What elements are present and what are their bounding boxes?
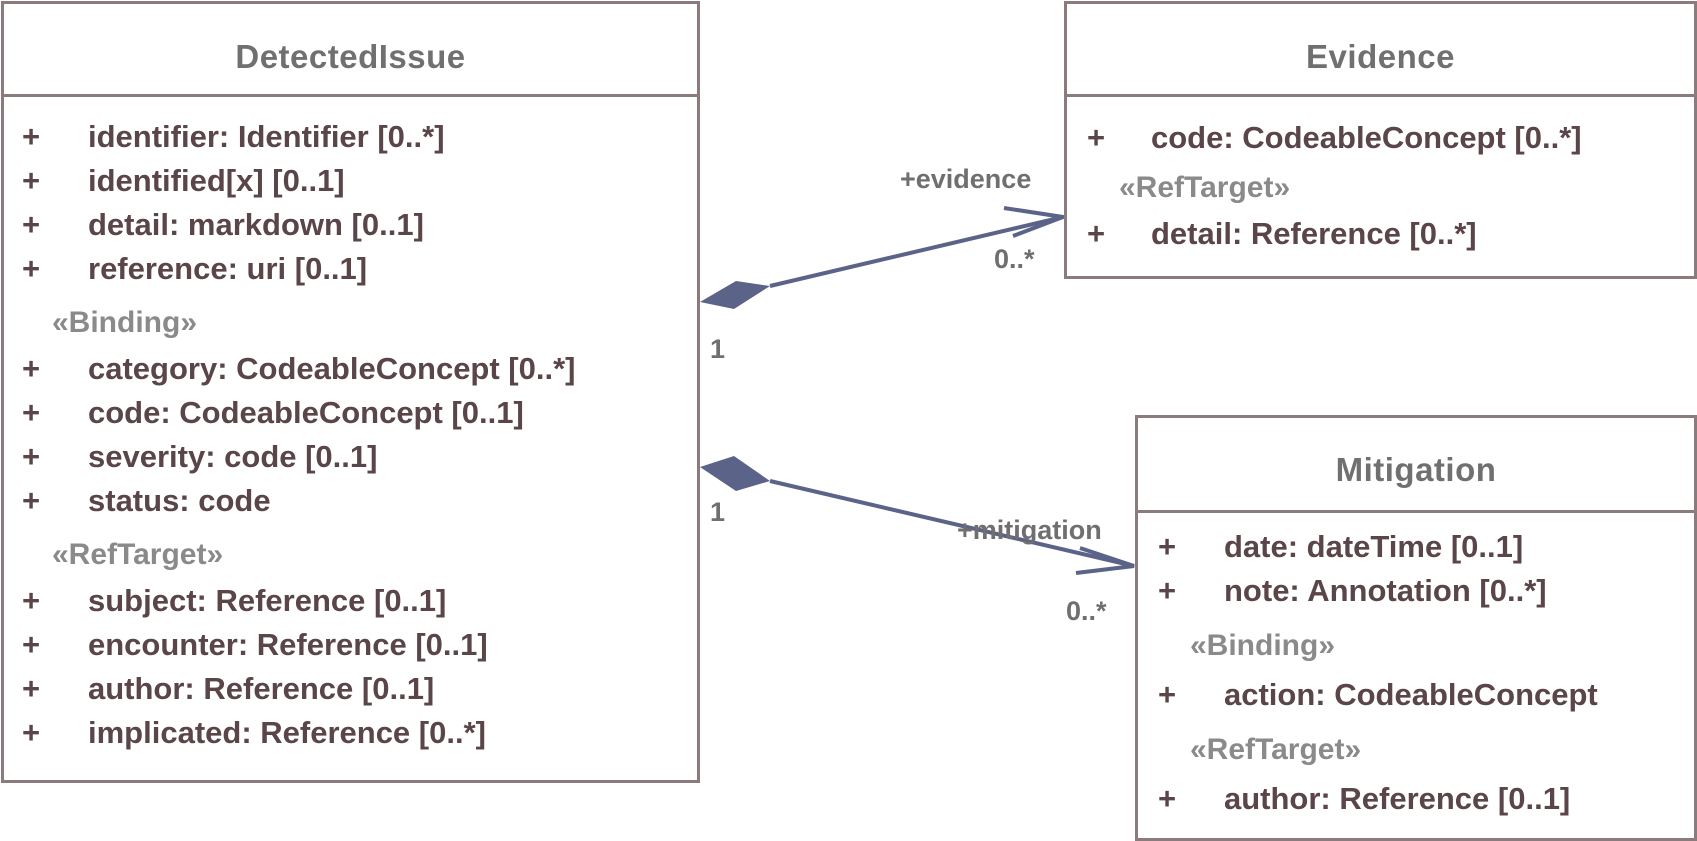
attribute-text: reference: uri [0..1] xyxy=(88,251,368,286)
open-arrowhead-icon xyxy=(1075,546,1135,575)
reftarget-stereotype: «RefTarget» xyxy=(1119,171,1291,204)
attribute-text: identifier: Identifier [0..*] xyxy=(88,119,445,154)
attribute-row: + detail: markdown [0..1] xyxy=(4,203,697,247)
attribute-text: subject: Reference [0..1] xyxy=(88,583,447,618)
reftarget-stereotype: «RefTarget» xyxy=(52,538,224,571)
mitigation-target-multiplicity: 0..* xyxy=(1066,596,1107,626)
visibility-marker: + xyxy=(22,439,41,474)
visibility-marker: + xyxy=(22,251,41,286)
visibility-marker: + xyxy=(1158,781,1177,816)
visibility-marker: + xyxy=(22,483,41,518)
visibility-marker: + xyxy=(22,671,41,706)
attribute-text: author: Reference [0..1] xyxy=(88,671,435,706)
attribute-text: code: CodeableConcept [0..1] xyxy=(88,395,524,430)
attribute-text: implicated: Reference [0..*] xyxy=(88,715,486,750)
visibility-marker: + xyxy=(22,715,41,750)
class-body: + identifier: Identifier [0..*] + identifi… xyxy=(4,97,697,755)
attribute-text: category: CodeableConcept [0..*] xyxy=(88,351,576,386)
attribute-row: + reference: uri [0..1] xyxy=(4,247,697,291)
attribute-row: + detail: Reference [0..*] xyxy=(1067,212,1694,256)
evidence-association xyxy=(700,206,1071,309)
class-body: + date: dateTime [0..1] + note: Annotation… xyxy=(1138,513,1694,821)
binding-stereotype: «Binding» xyxy=(1190,629,1336,662)
attribute-text: detail: markdown [0..1] xyxy=(88,207,424,242)
attribute-row: + action: CodeableConcept xyxy=(1138,673,1694,717)
visibility-marker: + xyxy=(1087,216,1106,251)
visibility-marker: + xyxy=(22,351,41,386)
attribute-row: + subject: Reference [0..1] xyxy=(4,579,697,623)
composition-diamond-icon xyxy=(700,456,770,491)
binding-stereotype: «Binding» xyxy=(52,306,198,339)
visibility-marker: + xyxy=(22,583,41,618)
attribute-text: encounter: Reference [0..1] xyxy=(88,627,488,662)
attribute-text: severity: code [0..1] xyxy=(88,439,378,474)
class-mitigation: Mitigation + date: dateTime [0..1] + note:… xyxy=(1135,415,1697,841)
mitigation-association-line xyxy=(769,479,1135,568)
class-name: Mitigation xyxy=(1138,418,1694,513)
visibility-marker: + xyxy=(22,207,41,242)
visibility-marker: + xyxy=(1158,529,1177,564)
attribute-row: + category: CodeableConcept [0..*] xyxy=(4,347,697,391)
evidence-target-multiplicity: 0..* xyxy=(994,244,1035,274)
attribute-row: + note: Annotation [0..*] xyxy=(1138,569,1694,613)
attribute-text: status: code xyxy=(88,483,271,518)
attribute-row: + code: CodeableConcept [0..*] xyxy=(1067,116,1694,160)
class-evidence: Evidence + code: CodeableConcept [0..*] «… xyxy=(1064,1,1697,279)
visibility-marker: + xyxy=(22,627,41,662)
attribute-text: author: Reference [0..1] xyxy=(1224,781,1571,816)
attribute-row: + severity: code [0..1] xyxy=(4,435,697,479)
reftarget-stereotype: «RefTarget» xyxy=(1190,733,1362,766)
attribute-row: + implicated: Reference [0..*] xyxy=(4,711,697,755)
attribute-row: + encounter: Reference [0..1] xyxy=(4,623,697,667)
attribute-text: identified[x] [0..1] xyxy=(88,163,345,198)
attribute-text: code: CodeableConcept [0..*] xyxy=(1151,120,1582,155)
attribute-row: + code: CodeableConcept [0..1] xyxy=(4,391,697,435)
attribute-row: + author: Reference [0..1] xyxy=(1138,777,1694,821)
visibility-marker: + xyxy=(1158,677,1177,712)
class-name: DetectedIssue xyxy=(4,4,697,97)
attribute-text: date: dateTime [0..1] xyxy=(1224,529,1524,564)
visibility-marker: + xyxy=(22,395,41,430)
attribute-text: detail: Reference [0..*] xyxy=(1151,216,1477,251)
attribute-text: note: Annotation [0..*] xyxy=(1224,573,1547,608)
evidence-association-line xyxy=(769,215,1064,288)
mitigation-role-label: +mitigation xyxy=(957,515,1102,545)
evidence-role-label: +evidence xyxy=(900,164,1032,194)
open-arrowhead-icon xyxy=(1003,206,1071,238)
attribute-row: + date: dateTime [0..1] xyxy=(1138,525,1694,569)
visibility-marker: + xyxy=(22,119,41,154)
attribute-row: + identified[x] [0..1] xyxy=(4,159,697,203)
evidence-source-multiplicity: 1 xyxy=(710,334,726,364)
visibility-marker: + xyxy=(22,163,41,198)
mitigation-association xyxy=(700,456,1135,575)
visibility-marker: + xyxy=(1158,573,1177,608)
mitigation-source-multiplicity: 1 xyxy=(710,497,726,527)
class-body: + code: CodeableConcept [0..*] «RefTarget… xyxy=(1067,97,1694,256)
class-name: Evidence xyxy=(1067,4,1694,97)
visibility-marker: + xyxy=(1087,120,1106,155)
attribute-row: + status: code xyxy=(4,479,697,523)
composition-diamond-icon xyxy=(700,281,770,309)
attribute-text: action: CodeableConcept xyxy=(1224,677,1598,712)
attribute-row: + author: Reference [0..1] xyxy=(4,667,697,711)
attribute-row: + identifier: Identifier [0..*] xyxy=(4,115,697,159)
class-detectedissue: DetectedIssue + identifier: Identifier [0… xyxy=(1,1,700,783)
